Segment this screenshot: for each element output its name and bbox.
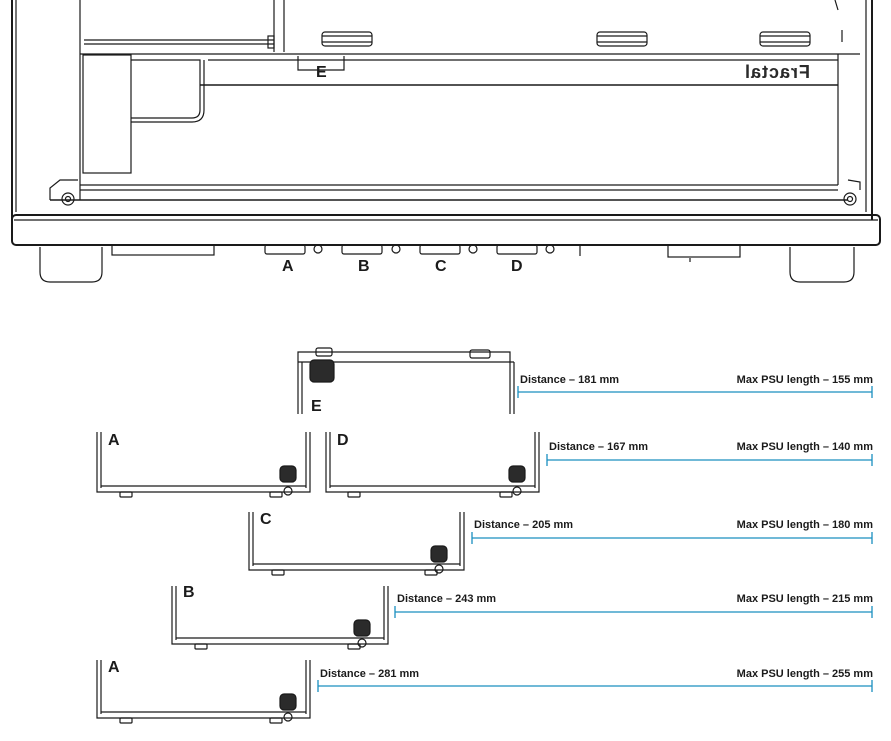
case-slot-label-b: B	[358, 258, 370, 275]
bracket-label-a-lower: A	[108, 659, 120, 676]
distance-label-d: Distance – 167 mm	[549, 441, 649, 453]
distance-label-b: Distance – 243 mm	[397, 593, 497, 605]
case-slot-label-e: E	[316, 64, 327, 81]
max-psu-label-b: Max PSU length – 215 mm	[736, 593, 873, 605]
bracket-c-drawing	[248, 512, 465, 576]
max-psu-label-e: Max PSU length – 155 mm	[736, 374, 873, 386]
distance-label-e: Distance – 181 mm	[520, 374, 620, 386]
dimension-lines	[317, 386, 873, 692]
distance-label-c: Distance – 205 mm	[474, 519, 574, 531]
max-psu-label-d: Max PSU length – 140 mm	[736, 441, 873, 453]
bracket-label-c: C	[260, 511, 272, 528]
max-psu-label-a: Max PSU length – 255 mm	[736, 668, 873, 680]
slot-holes	[264, 244, 555, 255]
case-section	[11, 0, 881, 283]
bracket-label-b: B	[183, 584, 195, 601]
bracket-a-upper-drawing	[96, 432, 311, 498]
case-slot-label-a: A	[282, 258, 294, 275]
brand-logo: Fractal	[744, 62, 811, 82]
bracket-a-lower-drawing	[96, 660, 311, 724]
bracket-label-e: E	[311, 398, 322, 415]
bracket-b-drawing	[171, 586, 389, 650]
bracket-label-a-upper: A	[108, 432, 120, 449]
max-psu-label-c: Max PSU length – 180 mm	[736, 519, 873, 531]
case-slot-label-d: D	[511, 258, 523, 275]
top-grommets	[321, 0, 843, 47]
bracket-d-drawing	[325, 432, 540, 498]
case-slot-label-c: C	[435, 258, 447, 275]
distance-label-a: Distance – 281 mm	[320, 668, 420, 680]
bracket-label-d: D	[337, 432, 349, 449]
bracket-e-drawing	[297, 347, 515, 414]
